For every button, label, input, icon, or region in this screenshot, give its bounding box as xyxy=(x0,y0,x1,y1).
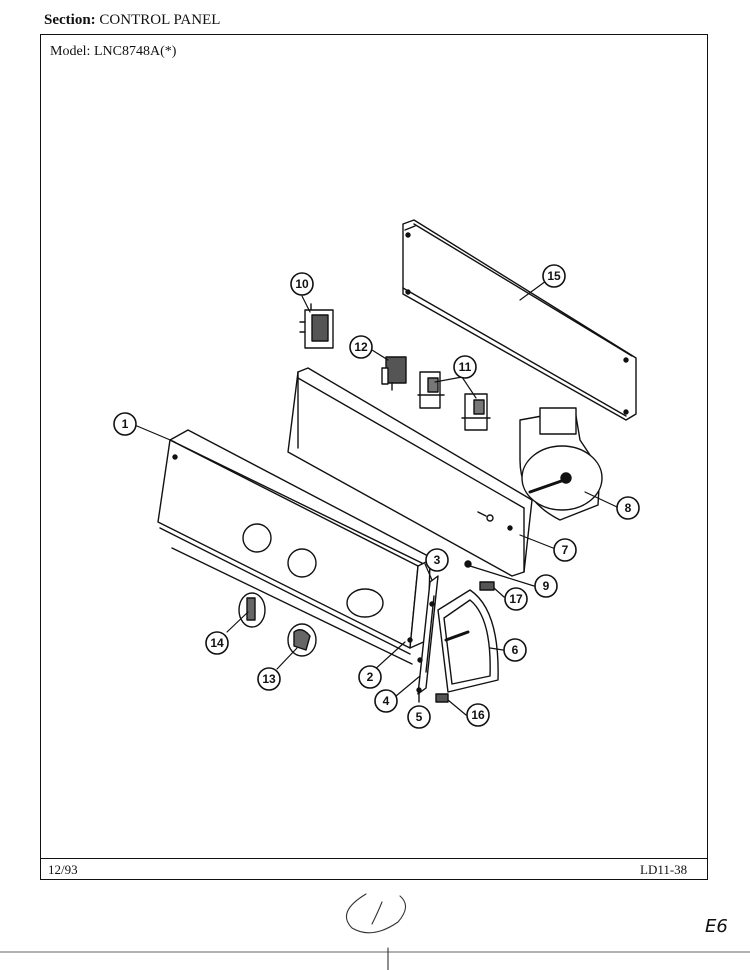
callout-4 xyxy=(374,689,398,713)
section-heading: Section: CONTROL PANEL xyxy=(44,12,220,29)
leader-lines xyxy=(136,280,618,716)
callout-14 xyxy=(205,631,229,655)
callout-8 xyxy=(616,496,640,520)
callout-9-label: 9 xyxy=(543,579,550,593)
callout-9 xyxy=(534,574,558,598)
footer-rule xyxy=(40,858,708,859)
callout-1 xyxy=(113,412,137,436)
callout-12-label: 12 xyxy=(354,340,368,354)
callout-6 xyxy=(503,638,527,662)
end-cap-trim xyxy=(407,575,439,695)
callout-8-label: 8 xyxy=(625,501,632,515)
callout-15 xyxy=(542,264,566,288)
rotary-switch xyxy=(299,303,334,349)
model-value: LNC8748A(*) xyxy=(93,44,177,59)
callout-3-label: 3 xyxy=(434,553,441,567)
section-value: CONTROL PANEL xyxy=(99,12,221,28)
screw-5 xyxy=(416,687,422,703)
callout-10 xyxy=(290,272,314,296)
callout-7 xyxy=(553,538,577,562)
callout-6-label: 6 xyxy=(512,643,519,657)
control-console xyxy=(157,429,431,665)
model-heading: Model: LNC8748A(*) xyxy=(50,44,176,60)
footer-date: 12/93 xyxy=(48,862,78,877)
callout-2-label: 2 xyxy=(367,670,374,684)
callout-4-label: 4 xyxy=(383,694,390,708)
callout-5 xyxy=(407,705,431,729)
section-label: Section: xyxy=(44,12,96,28)
callout-14-label: 14 xyxy=(210,636,224,650)
knob-13 xyxy=(287,623,317,657)
callout-13-label: 13 xyxy=(262,672,276,686)
callout-12 xyxy=(349,335,373,359)
callout-15-label: 15 xyxy=(547,269,561,283)
callout-13 xyxy=(257,667,281,691)
callout-17-label: 17 xyxy=(509,592,523,606)
screw-9 xyxy=(464,560,472,568)
screw-17 xyxy=(479,581,495,591)
timer-motor xyxy=(519,407,603,521)
callout-11 xyxy=(453,355,477,379)
push-switch xyxy=(381,356,407,391)
callout-16 xyxy=(466,703,490,727)
rear-bracket-panel xyxy=(402,219,637,421)
switch-brackets xyxy=(417,371,491,431)
callout-3 xyxy=(425,548,449,572)
end-bracket xyxy=(437,589,499,693)
callout-2 xyxy=(358,665,382,689)
knob-14 xyxy=(238,592,266,628)
screw-16 xyxy=(435,693,449,703)
callout-11-label: 11 xyxy=(459,360,472,374)
callout-7-label: 7 xyxy=(562,543,569,557)
page-mark: E6 xyxy=(705,916,728,937)
callout-17 xyxy=(504,587,528,611)
diagram-frame xyxy=(40,34,708,880)
console-mounting-panel xyxy=(287,367,533,577)
model-label: Model: xyxy=(50,44,91,59)
footer-code: LD11-38 xyxy=(640,862,688,877)
callout-1-label: 1 xyxy=(122,417,129,431)
callout-16-label: 16 xyxy=(471,708,485,722)
callout-10-label: 10 xyxy=(295,277,309,291)
callout-5-label: 5 xyxy=(416,710,423,724)
